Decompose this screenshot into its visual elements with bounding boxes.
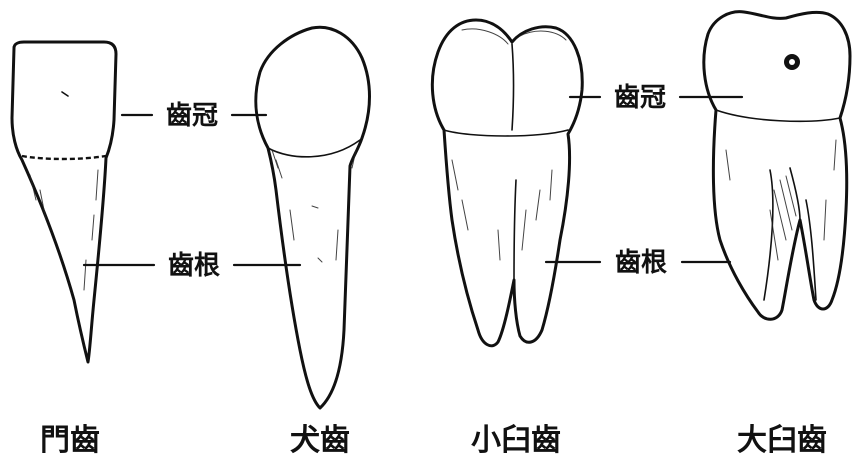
root-label-right: 齒根: [615, 248, 667, 278]
premolar-cusp-groove: [512, 44, 514, 130]
premolar-root-groove: [514, 180, 516, 280]
left-root-label-group: 齒根: [84, 251, 300, 281]
molar-crown-line: [716, 110, 840, 121]
canine-outline: [256, 27, 370, 408]
canine-cej-line: [268, 140, 360, 157]
caption-canine: 犬齒: [290, 423, 350, 458]
canine-drawing: [256, 27, 370, 408]
caption-incisor: 門齒: [40, 423, 100, 458]
caption-premolar: 小臼齒: [471, 423, 561, 458]
crown-label-left: 齒冠: [166, 101, 218, 131]
molar-drawing: [704, 12, 850, 320]
molar-furcation: [764, 168, 816, 300]
caption-molar: 大臼齒: [737, 423, 827, 458]
incisor-cej-line: [22, 156, 106, 159]
molar-outline: [704, 12, 850, 320]
incisor-outline: [12, 42, 116, 362]
incisor-drawing: [12, 42, 116, 362]
premolar-drawing: [432, 20, 582, 346]
left-crown-label-group: 齒冠: [122, 101, 266, 131]
premolar-crown-line: [444, 130, 568, 136]
premolar-outline: [432, 20, 582, 346]
root-label-left: 齒根: [168, 251, 220, 281]
crown-label-right: 齒冠: [614, 83, 666, 113]
right-root-label-group: 齒根: [546, 248, 730, 278]
